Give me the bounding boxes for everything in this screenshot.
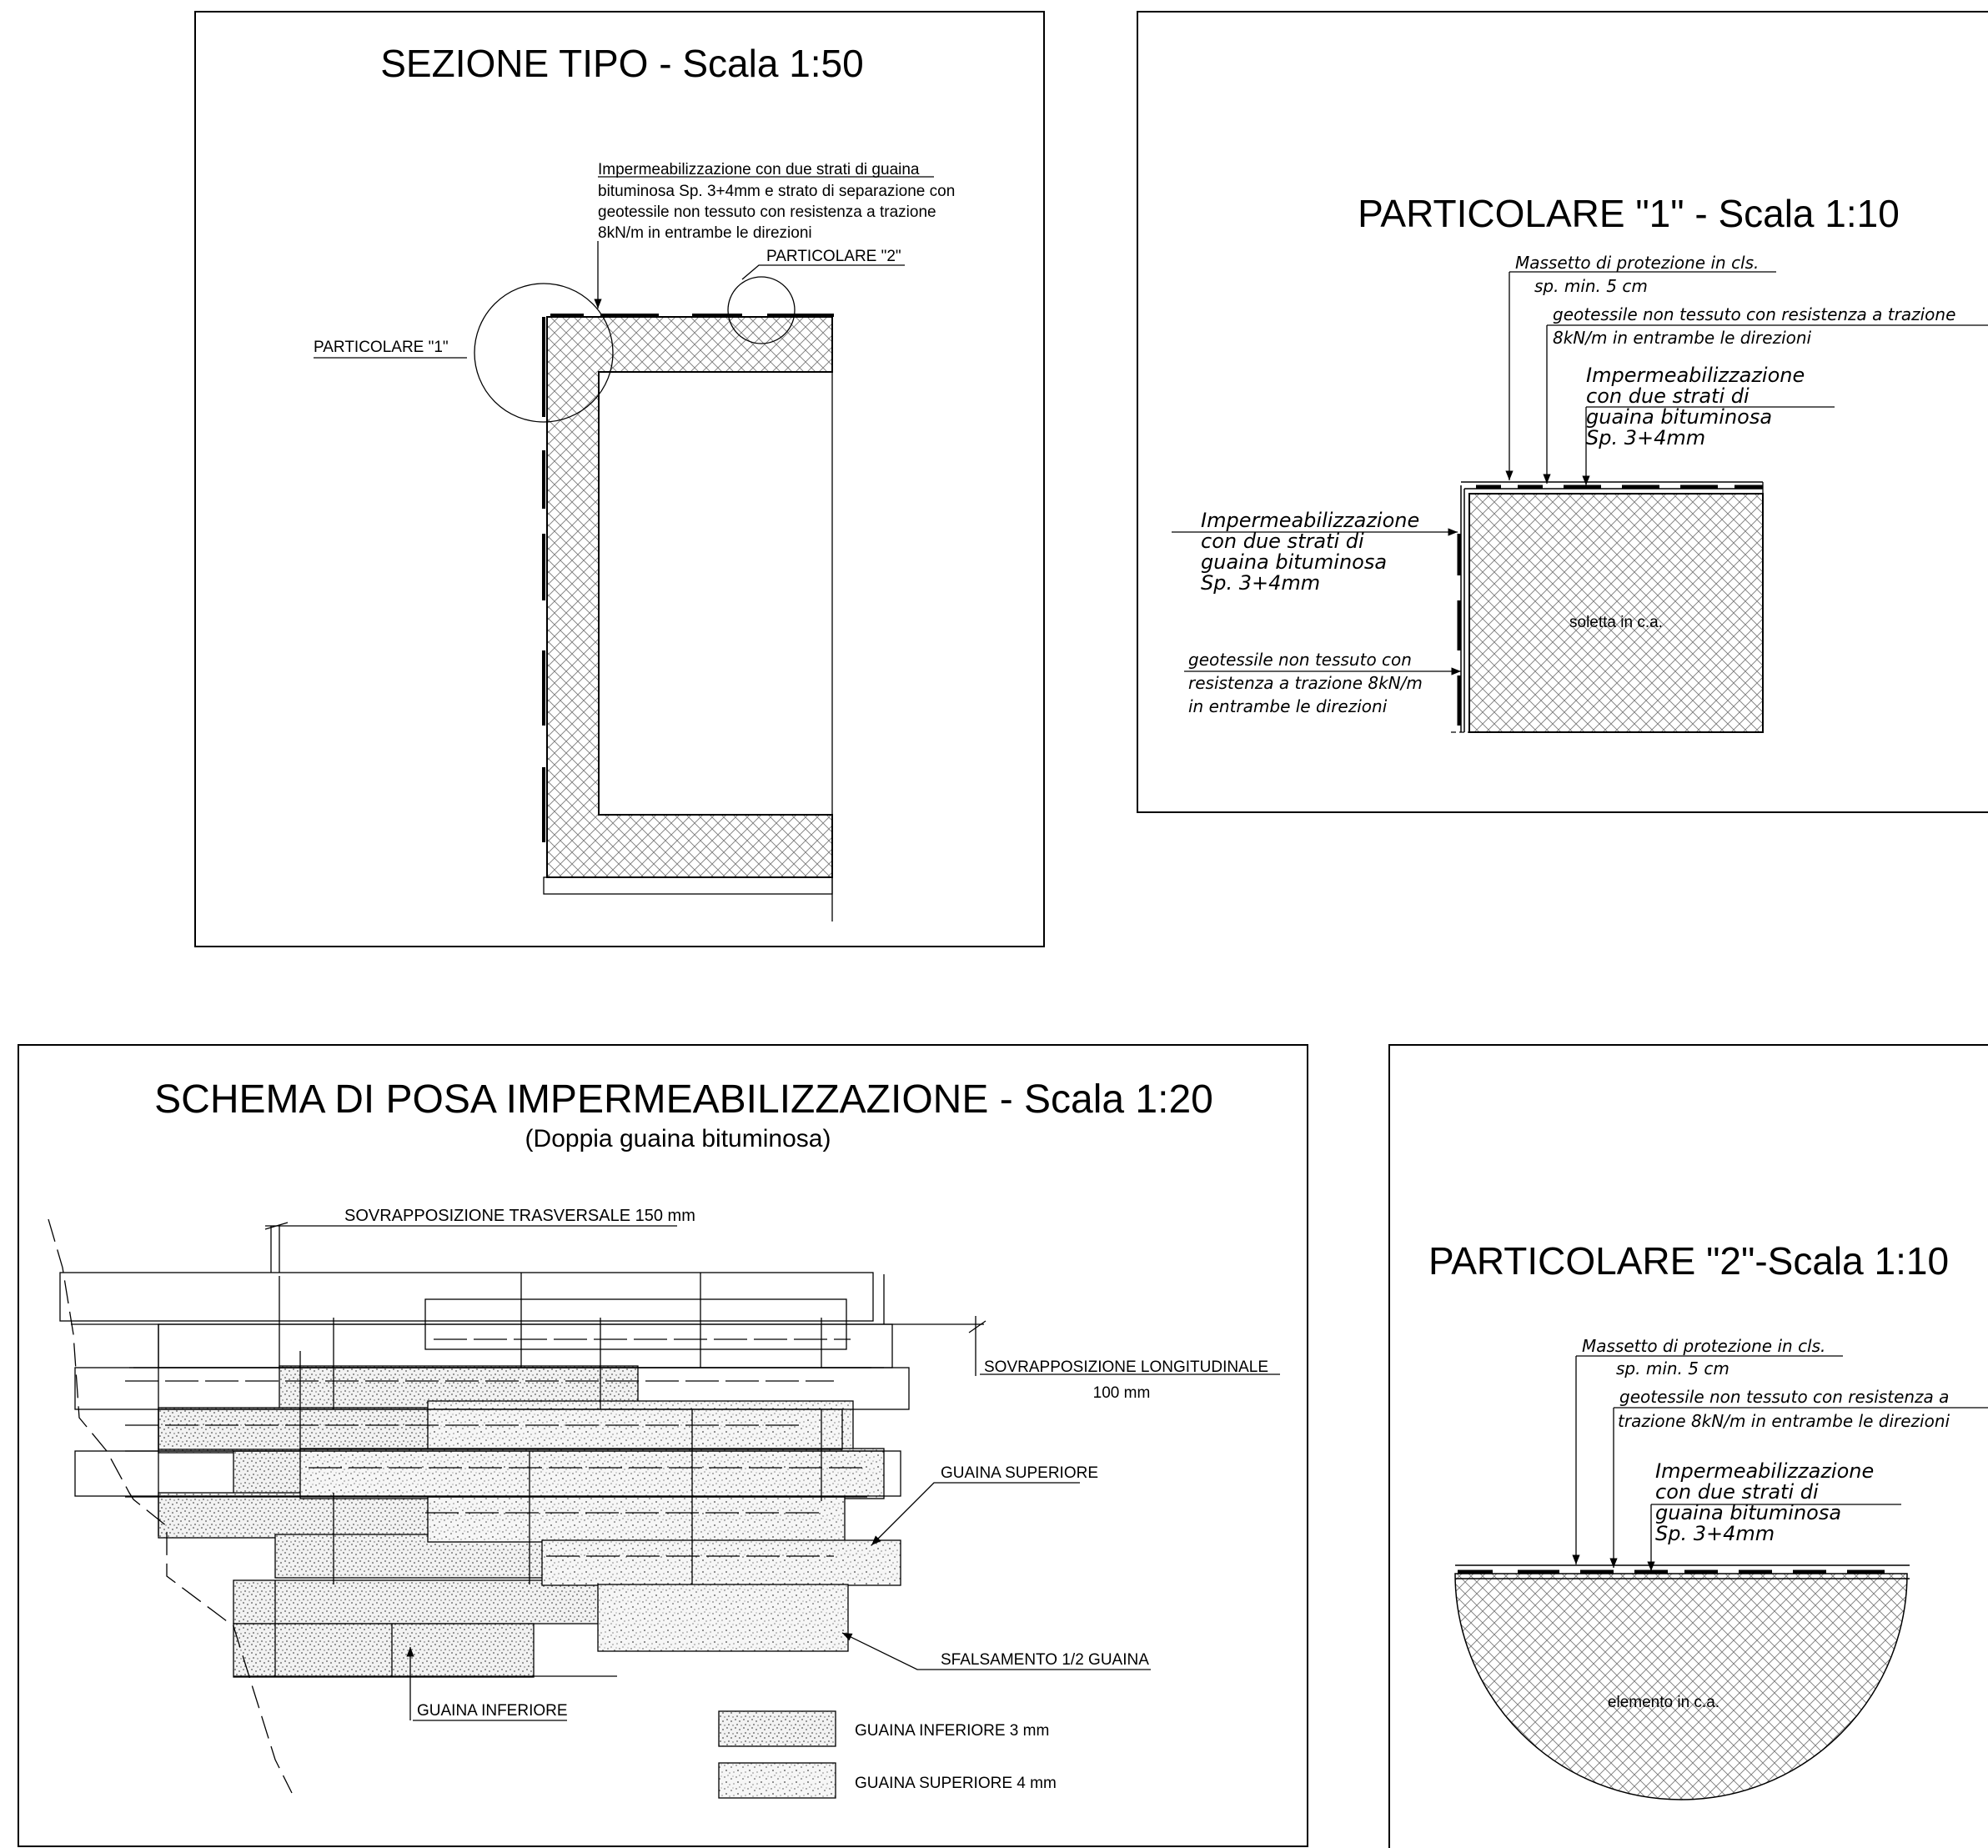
sezione-tipo-title: SEZIONE TIPO - Scala 1:50 xyxy=(380,42,863,85)
strip-outlines xyxy=(59,1272,984,1677)
note-line-1: Impermeabilizzazione con due strati di g… xyxy=(598,161,920,178)
p2-imperm-2: con due strati di xyxy=(1655,1480,1819,1504)
base-slab xyxy=(543,876,833,895)
guaina-inferiore-label: GUAINA INFERIORE xyxy=(417,1702,568,1720)
p2-geotessile-1: geotessile non tessuto con resistenza a xyxy=(1619,1387,1949,1407)
p1-imperm-3: guaina bituminosa xyxy=(1586,405,1772,429)
legend-label-inferiore: GUAINA INFERIORE 3 mm xyxy=(855,1722,1049,1740)
panel-frame xyxy=(1388,1044,1988,1848)
note-line-3: geotessile non tessuto con resistenza a … xyxy=(598,203,936,221)
schema-posa-subtitle: (Doppia guaina bituminosa) xyxy=(525,1125,831,1152)
p1-left-imperm-2: con due strati di xyxy=(1201,530,1364,553)
panel-frame xyxy=(18,1044,1308,1847)
p2-imperm-4: Sp. 3+4mm xyxy=(1655,1522,1775,1545)
legend-swatch-superiore xyxy=(718,1762,836,1799)
panel-frame xyxy=(194,11,1045,947)
sovr-long-value: 100 mm xyxy=(1093,1384,1151,1402)
p1-left-geo-3: in entrambe le direzioni xyxy=(1188,696,1388,716)
callout-1-label: PARTICOLARE "1" xyxy=(314,339,449,356)
panel-frame xyxy=(1137,11,1988,813)
p2-imperm-3: guaina bituminosa xyxy=(1655,1501,1841,1524)
particolare-2-panel: PARTICOLARE "2"-Scala 1:10 elemento in c… xyxy=(1388,1044,1988,1848)
legend-label-superiore: GUAINA SUPERIORE 4 mm xyxy=(855,1775,1057,1792)
sezione-note: Impermeabilizzazione con due strati di g… xyxy=(594,161,955,309)
elemento-hatch xyxy=(1454,1573,1908,1800)
p1-left-imperm-4: Sp. 3+4mm xyxy=(1201,571,1320,595)
p2-massetto-1: Massetto di protezione in cls. xyxy=(1582,1336,1825,1356)
p1-massetto-1: Massetto di protezione in cls. xyxy=(1515,253,1759,273)
legend-swatch-inferiore xyxy=(718,1710,836,1747)
callout-2-label: PARTICOLARE "2" xyxy=(766,248,901,265)
p1-massetto-2: sp. min. 5 cm xyxy=(1534,276,1648,296)
p1-geotessile-2: 8kN/m in entrambe le direzioni xyxy=(1553,328,1812,348)
p1-imperm-1: Impermeabilizzazione xyxy=(1586,364,1805,387)
p1-left-geo-1: geotessile non tessuto con xyxy=(1188,650,1412,670)
p2-imperm-1: Impermeabilizzazione xyxy=(1655,1459,1874,1483)
guaina-superiore-label: GUAINA SUPERIORE xyxy=(941,1464,1098,1482)
p1-left-imperm-3: guaina bituminosa xyxy=(1201,550,1387,574)
soletta-label: soletta in c.a. xyxy=(1569,614,1663,631)
sovr-long-label: SOVRAPPOSIZIONE LONGITUDINALE xyxy=(984,1358,1268,1376)
soletta-hatch xyxy=(1468,493,1764,733)
callout-circle-2 xyxy=(727,276,796,344)
legend: GUAINA INFERIORE 3 mm GUAINA SUPERIORE 4… xyxy=(718,1710,1057,1799)
schema-posa-panel: SCHEMA DI POSA IMPERMEABILIZZAZIONE - Sc… xyxy=(18,1044,1308,1847)
p1-left-imperm-1: Impermeabilizzazione xyxy=(1201,509,1419,532)
particolare-1-panel: PARTICOLARE "1" - Scala 1:10 soletta in … xyxy=(1137,11,1988,813)
section-concrete xyxy=(546,316,833,878)
p1-geotessile-1: geotessile non tessuto con resistenza a … xyxy=(1553,304,1955,324)
sfalsamento-label: SFALSAMENTO 1/2 GUAINA xyxy=(941,1651,1149,1669)
note-line-4: 8kN/m in entrambe le direzioni xyxy=(598,224,812,242)
p1-imperm-4: Sp. 3+4mm xyxy=(1586,426,1705,449)
break-line xyxy=(48,1218,293,1794)
callout-circle-1 xyxy=(474,283,614,423)
sovr-trasv-label: SOVRAPPOSIZIONE TRASVERSALE 150 mm xyxy=(344,1207,695,1225)
p1-imperm-2: con due strati di xyxy=(1586,384,1750,408)
note-line-2: bituminosa Sp. 3+4mm e strato di separaz… xyxy=(598,183,955,200)
p2-geotessile-2: trazione 8kN/m in entrambe le direzioni xyxy=(1618,1411,1950,1431)
p2-massetto-2: sp. min. 5 cm xyxy=(1616,1358,1729,1378)
particolare-2-title: PARTICOLARE "2"-Scala 1:10 xyxy=(1428,1239,1949,1283)
sezione-tipo-panel: SEZIONE TIPO - Scala 1:50 Impermeabilizz… xyxy=(194,11,1045,947)
elemento-label: elemento in c.a. xyxy=(1608,1694,1719,1711)
particolare-1-title: PARTICOLARE "1" - Scala 1:10 xyxy=(1358,192,1900,235)
p1-left-geo-2: resistenza a trazione 8kN/m xyxy=(1188,673,1423,693)
schema-posa-title: SCHEMA DI POSA IMPERMEABILIZZAZIONE - Sc… xyxy=(154,1077,1213,1122)
